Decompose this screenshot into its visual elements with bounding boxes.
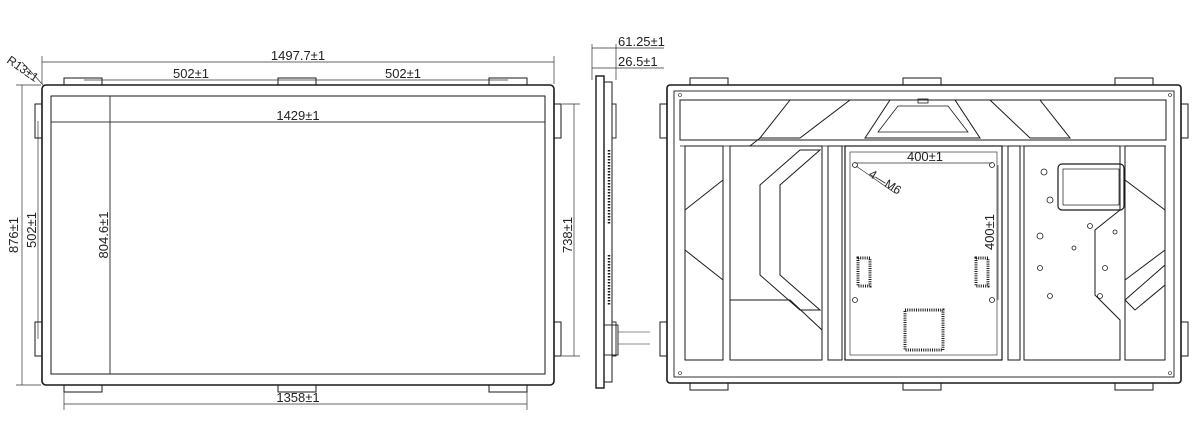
left-bracket-top (34, 103, 43, 139)
bracket-spacing-right-label: 502±1 (385, 66, 421, 81)
front-dimensions (16, 56, 580, 410)
vesa-height-label: 400±1 (982, 214, 997, 250)
vesa-plate (844, 145, 1003, 361)
top-bracket-right (488, 77, 528, 86)
bottom-bracket-left (63, 384, 103, 393)
bottom-bracket-right (488, 384, 528, 393)
front-dimension-labels: R13±1 1497.7±1 502±1 502±1 1429±1 876±1 … (4, 48, 575, 405)
side-bracket-height-label: 738±1 (560, 217, 575, 253)
bottom-span-label: 1358±1 (276, 390, 319, 405)
active-height-label: 804.6±1 (96, 212, 111, 259)
rear-outer-frame (666, 84, 1182, 384)
left-bracket-bottom (34, 321, 43, 357)
frame-depth-label: 26.5±1 (618, 54, 658, 69)
vesa-width-label: 400±1 (907, 149, 943, 164)
side-bracket-top (611, 103, 617, 139)
radius-label: R13±1 (4, 53, 41, 85)
side-frame (595, 75, 605, 389)
vesa-screw-label: 4—M6 (866, 167, 904, 198)
side-view (591, 44, 664, 389)
active-width-label: 1429±1 (276, 108, 319, 123)
overall-width-label: 1497.7±1 (271, 48, 325, 63)
front-active-area (50, 95, 546, 375)
right-bracket-top (553, 103, 562, 139)
rear-view (659, 77, 1189, 391)
top-bracket-left (63, 77, 103, 86)
right-bracket-bottom (553, 321, 562, 357)
top-bracket-center (277, 77, 317, 86)
bracket-spacing-left-label: 502±1 (173, 66, 209, 81)
front-view (34, 77, 562, 393)
rear-io-panel (1057, 163, 1125, 211)
side-port-block (603, 324, 619, 356)
side-bracket-bottom (611, 321, 617, 357)
total-depth-label: 61.25±1 (618, 34, 665, 49)
front-outer-frame (41, 84, 555, 386)
overall-height-label: 876±1 (6, 217, 21, 253)
rear-dimension-labels: 400±1 400±1 4—M6 (866, 149, 997, 250)
rear-inner-frame (673, 90, 1175, 378)
side-dimension-labels: 61.25±1 26.5±1 (618, 34, 665, 69)
side-back-cover (603, 81, 613, 383)
vertical-spacing-label: 502±1 (24, 212, 39, 248)
bottom-bracket-center (277, 384, 317, 393)
